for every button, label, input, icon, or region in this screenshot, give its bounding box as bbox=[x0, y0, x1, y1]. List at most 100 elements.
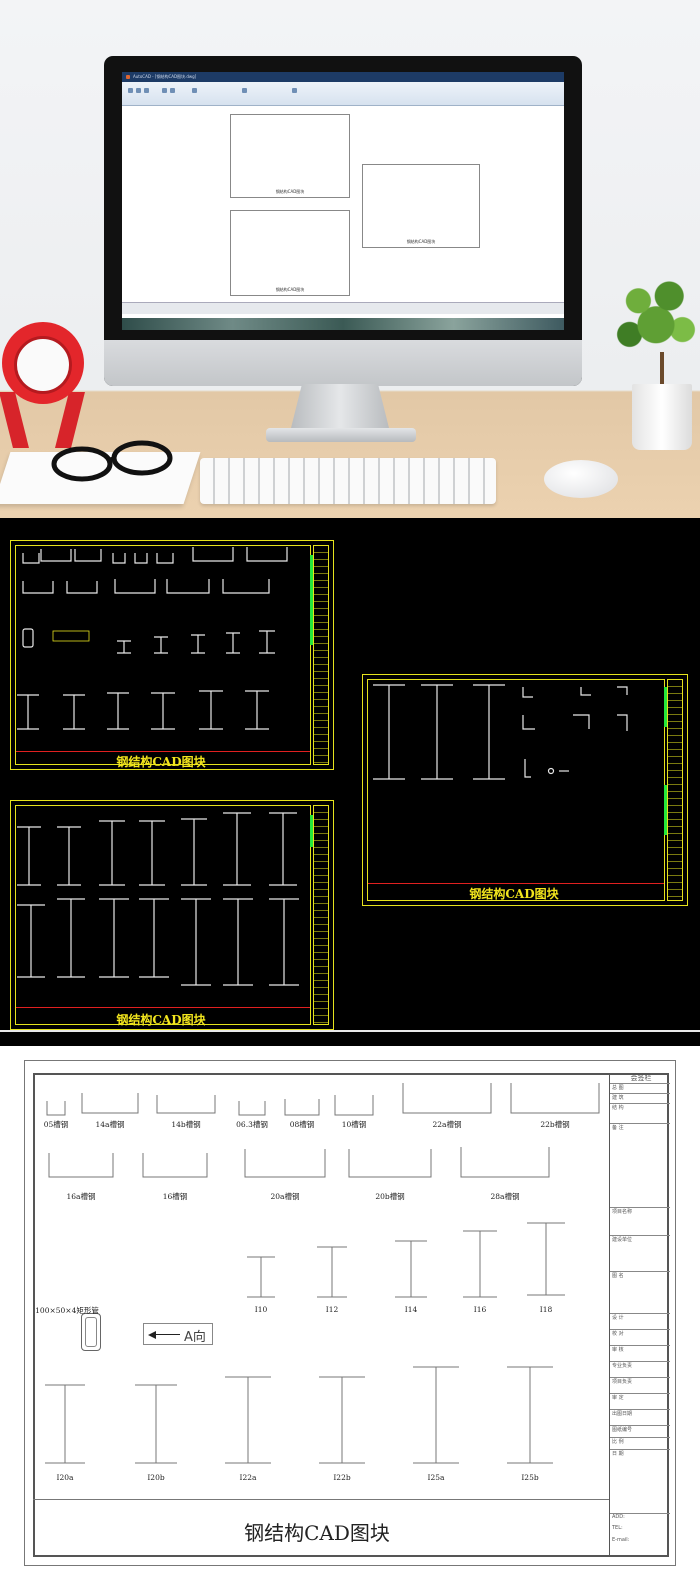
title-block bbox=[313, 545, 329, 765]
green-marker bbox=[310, 555, 313, 645]
profile-label: I20a bbox=[56, 1473, 74, 1482]
monitor-chin bbox=[104, 340, 582, 386]
green-marker bbox=[664, 687, 667, 727]
mouse bbox=[544, 460, 618, 498]
draw-line-icon[interactable] bbox=[128, 88, 133, 93]
titleblock-row: 审 核 bbox=[610, 1345, 670, 1353]
sheet-title: 钢结构CAD图块 bbox=[469, 887, 559, 901]
profile-label: 20a槽钢 bbox=[270, 1192, 300, 1201]
dark-sheet-2[interactable]: 钢结构CAD图块 bbox=[362, 674, 688, 906]
profile-label: I22a bbox=[239, 1473, 257, 1482]
titleblock-row: 项目负责 bbox=[610, 1377, 670, 1385]
titleblock-header: 会签栏 bbox=[630, 1074, 652, 1082]
dark-cad-view: 钢结构CAD图块 钢结构CAD图块 bbox=[0, 518, 700, 1046]
titleblock-row: 校 对 bbox=[610, 1329, 670, 1337]
profile-label: 14b槽钢 bbox=[171, 1120, 201, 1129]
app-icon[interactable] bbox=[126, 75, 130, 79]
drawing-title: 钢结构CAD图块 bbox=[244, 1521, 390, 1545]
profile-label: 06.3槽钢 bbox=[236, 1120, 268, 1129]
profile-label: 16a槽钢 bbox=[66, 1192, 96, 1201]
rect-tube-profile bbox=[81, 1313, 101, 1351]
titleblock-row: TEL: bbox=[612, 1525, 623, 1531]
profile-label: I14 bbox=[404, 1305, 418, 1314]
dark-sheet-2-profiles bbox=[373, 684, 628, 780]
red-baseline bbox=[368, 883, 664, 884]
titleblock-row: 图 名 bbox=[610, 1271, 670, 1279]
titleblock-row: 项目名称 bbox=[610, 1207, 670, 1215]
window-titlebar[interactable]: AutoCAD - [钢结构CAD图块.dwg] bbox=[122, 72, 564, 82]
titleblock-row: 建 筑 bbox=[610, 1093, 670, 1101]
polyline-icon[interactable] bbox=[136, 88, 141, 93]
mini-sheet-1[interactable]: 钢结构CAD图块 bbox=[230, 114, 350, 198]
titleblock-row: E-mail: bbox=[612, 1537, 630, 1543]
mini-sheet-caption: 钢结构CAD图块 bbox=[406, 239, 436, 244]
profile-label: 28a槽钢 bbox=[490, 1192, 520, 1201]
titleblock-row: 比 例 bbox=[610, 1437, 670, 1445]
titleblock-row: ADD: bbox=[610, 1513, 670, 1520]
profile-label: 08槽钢 bbox=[289, 1120, 315, 1129]
block-icon[interactable] bbox=[292, 88, 297, 93]
dark-sheet-1-profiles bbox=[17, 547, 288, 730]
titleblock-row: 结 构 bbox=[610, 1103, 670, 1111]
layer-icon[interactable] bbox=[192, 88, 197, 93]
titleblock-row: 出图日期 bbox=[610, 1409, 670, 1417]
title-block bbox=[667, 679, 683, 901]
sheet-border bbox=[15, 805, 311, 1025]
profile-label: I20b bbox=[147, 1473, 165, 1482]
title-block: 会签栏 总 图 建 筑 结 构 备 注 项目名称 建设单位 图 名 设 计 校 … bbox=[609, 1073, 670, 1557]
title-rule bbox=[33, 1499, 609, 1500]
profile-label: 16槽钢 bbox=[162, 1192, 188, 1201]
dark-sheet-1[interactable]: 钢结构CAD图块 bbox=[10, 540, 334, 770]
desk-photo: AutoCAD - [钢结构CAD图块.dwg] 钢结构CAD图块 钢结构CAD… bbox=[0, 0, 700, 518]
titleblock-row: 图纸编号 bbox=[610, 1425, 670, 1433]
titleblock-row: 日 期 bbox=[610, 1449, 670, 1457]
clock-leg bbox=[0, 392, 29, 448]
profile-label: 22b槽钢 bbox=[540, 1120, 570, 1129]
clock-face bbox=[14, 336, 72, 394]
profile-label: I16 bbox=[473, 1305, 487, 1314]
profile-label: I10 bbox=[254, 1305, 268, 1314]
annotation-icon[interactable] bbox=[242, 88, 247, 93]
sheet-border bbox=[15, 545, 311, 765]
monitor-stand-neck bbox=[290, 384, 390, 432]
mini-sheet-caption: 钢结构CAD图块 bbox=[275, 287, 305, 292]
drawing-canvas[interactable]: 钢结构CAD图块 钢结构CAD图块 钢结构CAD图块 bbox=[122, 106, 564, 302]
glasses-icon bbox=[51, 440, 173, 482]
copy-icon[interactable] bbox=[170, 88, 175, 93]
view-direction-label: A向 bbox=[184, 1330, 206, 1345]
red-alarm-clock bbox=[0, 322, 85, 448]
plant-stem bbox=[660, 352, 664, 388]
profile-label: 05槽钢 bbox=[43, 1120, 69, 1129]
profile-label: I12 bbox=[325, 1305, 339, 1314]
titleblock-row: 备 注 bbox=[610, 1123, 670, 1131]
profile-label: 20b槽钢 bbox=[375, 1192, 405, 1201]
title-block bbox=[313, 805, 329, 1025]
profile-label: 14a槽钢 bbox=[95, 1120, 125, 1129]
command-line[interactable] bbox=[122, 302, 564, 314]
sheet-title: 钢结构CAD图块 bbox=[116, 755, 206, 769]
green-marker bbox=[310, 815, 313, 847]
green-marker bbox=[664, 785, 667, 835]
keyboard bbox=[200, 458, 496, 504]
arrow-shaft bbox=[150, 1334, 180, 1335]
plant-pot bbox=[632, 384, 692, 450]
panel-divider bbox=[0, 1030, 700, 1032]
red-baseline bbox=[16, 1007, 310, 1008]
profile-label: 22a槽钢 bbox=[432, 1120, 462, 1129]
profile-label: 100×50×4矩形管 bbox=[35, 1306, 99, 1315]
move-icon[interactable] bbox=[162, 88, 167, 93]
windows-taskbar[interactable] bbox=[122, 318, 564, 330]
mini-sheet-3[interactable]: 钢结构CAD图块 bbox=[362, 164, 480, 248]
profile-label: I18 bbox=[539, 1305, 553, 1314]
dark-sheet-3[interactable]: 钢结构CAD图块 bbox=[10, 800, 334, 1030]
titleblock-row: 建设单位 bbox=[610, 1235, 670, 1243]
titleblock-row: 审 定 bbox=[610, 1393, 670, 1401]
ribbon-toolbar[interactable] bbox=[122, 82, 564, 106]
mini-sheet-2[interactable]: 钢结构CAD图块 bbox=[230, 210, 350, 296]
profile-label: I25b bbox=[521, 1473, 539, 1482]
titleblock-row: 设 计 bbox=[610, 1313, 670, 1321]
red-baseline bbox=[16, 751, 310, 752]
circle-icon[interactable] bbox=[144, 88, 149, 93]
mini-sheet-caption: 钢结构CAD图块 bbox=[275, 189, 305, 194]
profile-label: I22b bbox=[333, 1473, 351, 1482]
